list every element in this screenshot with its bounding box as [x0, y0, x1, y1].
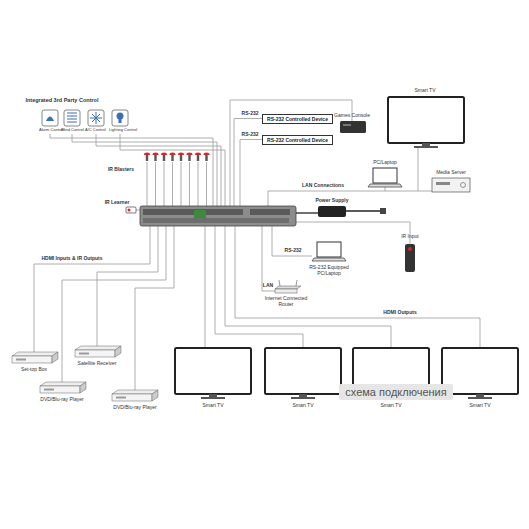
device-label: HDMI Outputs: [383, 310, 416, 316]
device-label: IR Input: [401, 234, 419, 240]
device-label: Media Server: [436, 170, 466, 176]
watermark: схема подключения: [339, 384, 452, 400]
device-label: Smart TV: [380, 403, 401, 409]
device-label: LAN: [263, 283, 273, 289]
router-icon: [275, 280, 301, 293]
device-label: Smart TV: [414, 88, 435, 94]
ir-blasters: [144, 153, 210, 161]
device-label: HDMI Inputs & IR Outputs: [41, 256, 102, 262]
device-label: Smart TV: [202, 403, 223, 409]
device-label: IR Learner: [105, 200, 130, 206]
device-label: Smart TV: [292, 403, 313, 409]
device-label: Integrated 3rd Party Control: [25, 97, 98, 103]
device-label: DVD/Blu-ray Player: [113, 405, 156, 411]
hdmi-matrix: [140, 206, 296, 226]
power-supply-icon: [296, 206, 386, 217]
device-label: PC/Laptop: [373, 160, 397, 166]
device-label: Internet Connected Router: [262, 296, 310, 307]
device-label: Lighting Control: [109, 128, 131, 132]
device-label: Alarm Control: [39, 128, 61, 132]
device-label: RS-232: [242, 111, 259, 117]
rs232-device-box: RS-232 Controlled Device: [262, 114, 333, 124]
control-icons: [42, 110, 128, 126]
media-server-icon: [432, 178, 470, 192]
device-label: Games Console: [334, 113, 370, 119]
device-label: A/C Control: [85, 128, 107, 132]
device-label: Satellite Receiver: [78, 361, 117, 367]
ir-learner: [126, 207, 136, 213]
device-label: LAN Connections: [302, 183, 344, 189]
device-name: RS-232 Controlled Device: [266, 116, 329, 122]
rs232-device-box: RS-232 Controlled Device: [262, 135, 333, 145]
device-label: Blind Control: [61, 128, 83, 132]
device-label: IR Blasters: [108, 167, 134, 173]
device-name: RS-232 Controlled Device: [266, 137, 329, 143]
device-label: RS-232: [242, 132, 259, 138]
device-label: DVD/Blu-ray Player: [40, 397, 83, 403]
device-label: RS-232: [285, 248, 302, 254]
ir-receiver-icon: [405, 244, 415, 272]
device-label: Power Supply: [315, 198, 348, 204]
games-console-icon: [340, 121, 366, 133]
device-label: RS-232 Equipped PC/Laptop: [306, 265, 352, 276]
device-label: Set-top Box: [21, 367, 47, 373]
device-label: Smart TV: [469, 403, 490, 409]
